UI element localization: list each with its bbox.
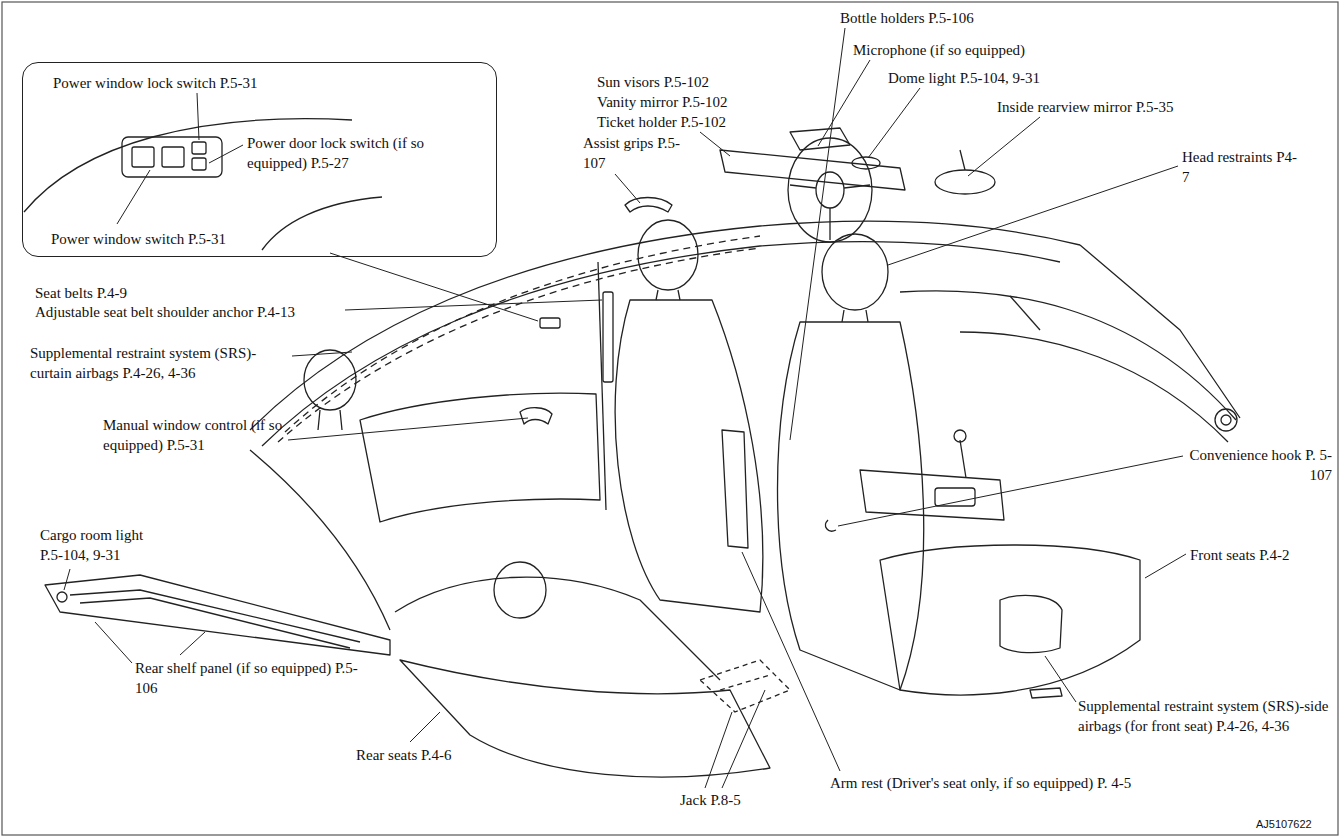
- callout-label: Jack P.8-5: [680, 790, 741, 810]
- curtain-airbag: [278, 248, 760, 442]
- callout-label: Supplemental restraint system (SRS)-side…: [1078, 696, 1334, 736]
- callout-label: Vanity mirror P.5-102: [597, 92, 727, 112]
- callout-label: Bottle holders P.5-106: [840, 8, 974, 28]
- figure-code: AJ5107622: [1256, 817, 1312, 831]
- callout-label: Adjustable seat belt shoulder anchor P.4…: [35, 302, 295, 322]
- inset-box: Power window lock switch P.5-31Power doo…: [22, 62, 497, 257]
- callout-label: Seat belts P.4-9: [35, 283, 127, 303]
- curtain-airbag: [285, 236, 760, 432]
- callout-label: Inside rearview mirror P.5-35: [997, 97, 1174, 117]
- callout-label: Sun visors P.5-102: [597, 72, 709, 92]
- switch-label: Power window switch P.5-31: [51, 229, 226, 249]
- callout-label: Rear shelf panel (if so equipped) P.5-10…: [135, 658, 367, 698]
- callout-label: Cargo room light P.5-104, 9-31: [40, 525, 162, 565]
- callout-label: Microphone (if so equipped): [853, 40, 1025, 60]
- leader-lines: [64, 28, 1186, 788]
- callout-label: Rear seats P.4-6: [356, 745, 451, 765]
- switch-label: Power door lock switch (if so equipped) …: [247, 133, 472, 173]
- switch-label: Power window lock switch P.5-31: [53, 73, 258, 93]
- car-outline: [45, 128, 1240, 777]
- callout-label: Ticket holder P.5-102: [597, 112, 726, 132]
- callout-label: Arm rest (Driver's seat only, if so equi…: [830, 773, 1131, 793]
- callout-label: Assist grips P.5-107: [583, 133, 683, 173]
- callout-label: Convenience hook P. 5-107: [1186, 445, 1332, 485]
- callout-label: Supplemental restraint system (SRS)- cur…: [30, 343, 292, 383]
- callout-label: Manual window control (if so equipped) P…: [103, 415, 283, 455]
- callout-label: Front seats P.4-2: [1190, 545, 1290, 565]
- callout-label: Head restraints P4-7: [1182, 147, 1300, 187]
- callout-label: Dome light P.5-104, 9-31: [888, 68, 1040, 88]
